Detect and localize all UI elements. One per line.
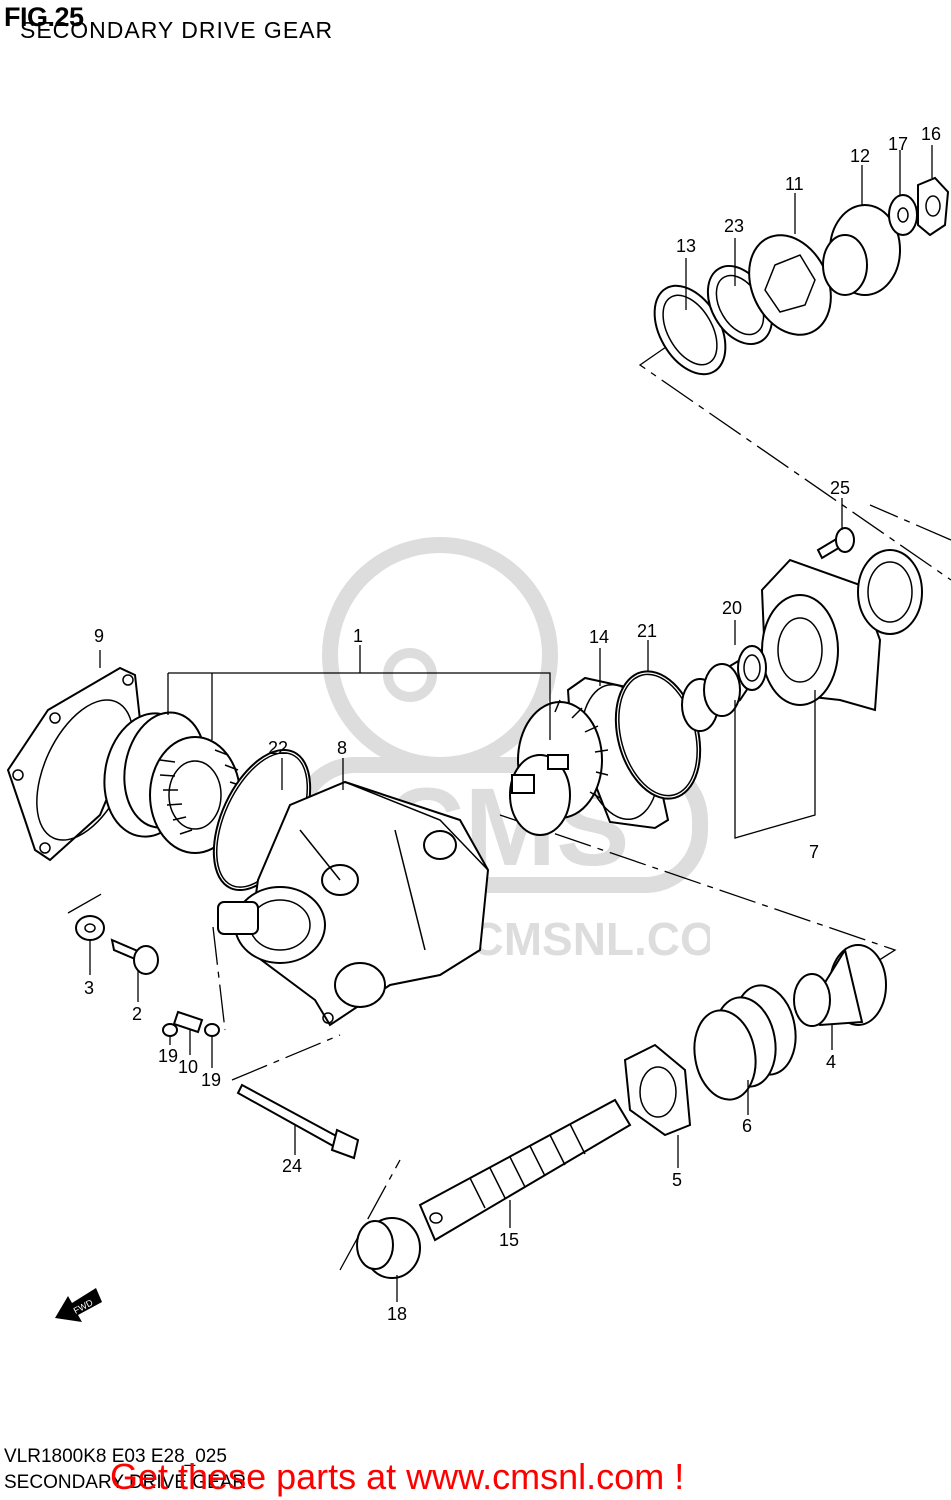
callout-20: 20 <box>722 598 742 618</box>
model-code: VLR1800K8 E03 E28_025 <box>4 1446 227 1467</box>
part-16-nut[interactable] <box>917 176 950 237</box>
alignment-lines <box>67 346 951 1271</box>
callout-16: 16 <box>921 124 941 144</box>
callout-3: 3 <box>84 978 94 998</box>
part-5-cam[interactable] <box>623 1043 692 1137</box>
callout-24: 24 <box>282 1156 302 1176</box>
watermark-mascot-head <box>322 537 558 773</box>
part-7-bearing-case[interactable] <box>681 549 923 732</box>
callout-7: 7 <box>809 842 819 862</box>
part-20-shim[interactable] <box>737 645 767 691</box>
part-8-gear-case[interactable] <box>217 780 490 1027</box>
callout-9: 9 <box>94 626 104 646</box>
get-parts-link[interactable]: Get these parts at www.cmsnl.com ! <box>110 1456 685 1497</box>
callout-22: 22 <box>268 738 288 758</box>
part-2-bolt[interactable] <box>110 938 159 975</box>
callout-25: 25 <box>830 478 850 498</box>
callout-12: 12 <box>850 146 870 166</box>
figure-number: FIG.25 <box>4 2 84 32</box>
callout-5: 5 <box>672 1170 682 1190</box>
part-24-bolt[interactable] <box>236 1083 360 1160</box>
watermark-mascot-eye <box>383 648 437 702</box>
part-19-o-ring[interactable] <box>162 1023 178 1037</box>
part-19b-o-ring[interactable] <box>204 1023 220 1037</box>
figure-title: SECONDARY DRIVE GEAR <box>20 17 334 43</box>
part-1-drive-bevel-gear[interactable] <box>509 699 609 836</box>
part-12-coupling[interactable] <box>822 204 901 296</box>
part-17-washer[interactable] <box>888 194 918 236</box>
part-10-dowel-pin[interactable] <box>172 1010 204 1034</box>
callout-2: 2 <box>132 1004 142 1024</box>
callout-13: 13 <box>676 236 696 256</box>
callout-8: 8 <box>337 738 347 758</box>
leader-lines <box>89 145 933 1302</box>
callout-23: 23 <box>724 216 744 236</box>
part-4-damper-cam[interactable] <box>793 944 887 1027</box>
callout-6: 6 <box>742 1116 752 1136</box>
callout-4: 4 <box>826 1052 836 1072</box>
fwd-arrow: FWD <box>55 1288 102 1322</box>
callout-labels: 1 2 3 4 5 6 7 8 9 10 11 12 13 14 15 16 1… <box>84 124 941 1324</box>
callout-1: 1 <box>353 626 363 646</box>
callout-11: 11 <box>785 174 804 194</box>
callout-17: 17 <box>888 134 908 154</box>
part-15-drive-shaft[interactable] <box>418 1098 632 1242</box>
part-13-oil-seal[interactable] <box>640 273 740 386</box>
part-18-needle-bearing[interactable] <box>356 1217 421 1279</box>
callout-15: 15 <box>499 1230 519 1250</box>
part-3-washer[interactable] <box>75 915 105 941</box>
callout-10: 10 <box>178 1057 198 1077</box>
callout-14: 14 <box>589 627 609 647</box>
callout-21: 21 <box>637 621 657 641</box>
footer-title: SECONDARY DRIVE GEAR <box>4 1472 247 1493</box>
callout-19: 19 <box>158 1046 178 1066</box>
callout-18: 18 <box>387 1304 407 1324</box>
part-6-damper-spring[interactable] <box>688 980 803 1104</box>
callout-19b: 19 <box>201 1070 221 1090</box>
part-25-bolt[interactable] <box>816 527 855 560</box>
